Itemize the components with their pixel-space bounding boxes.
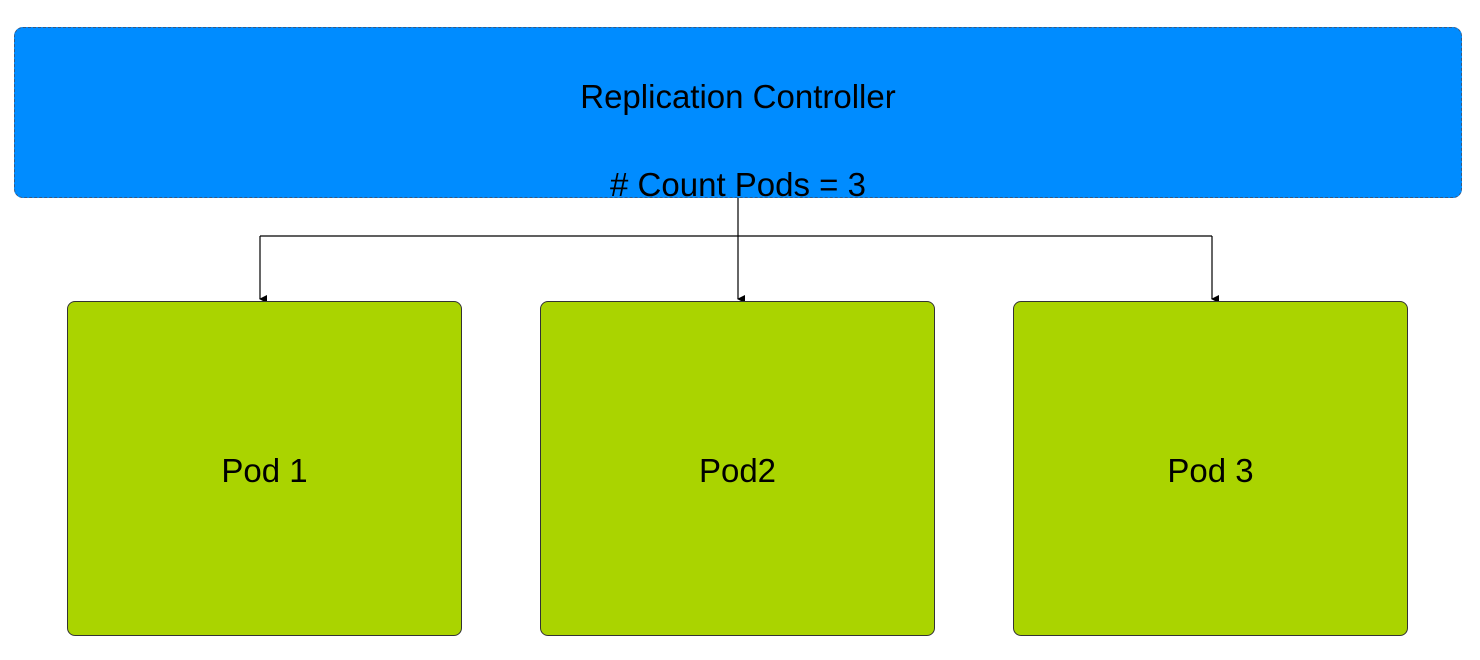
pod-label-1: Pod 1 bbox=[221, 451, 308, 489]
replication-controller-box: Replication Controller # Count Pods = 3 bbox=[14, 27, 1462, 203]
controller-title: Replication Controller bbox=[580, 78, 896, 115]
pod-box-2: Pod2 bbox=[540, 301, 935, 636]
controller-pod-count: # Count Pods = 3 bbox=[610, 166, 866, 203]
pod-label-2: Pod2 bbox=[698, 451, 777, 489]
pod-label-3: Pod 3 bbox=[1167, 451, 1254, 489]
pod-box-3: Pod 3 bbox=[1013, 301, 1408, 636]
pod-box-1: Pod 1 bbox=[67, 301, 462, 636]
